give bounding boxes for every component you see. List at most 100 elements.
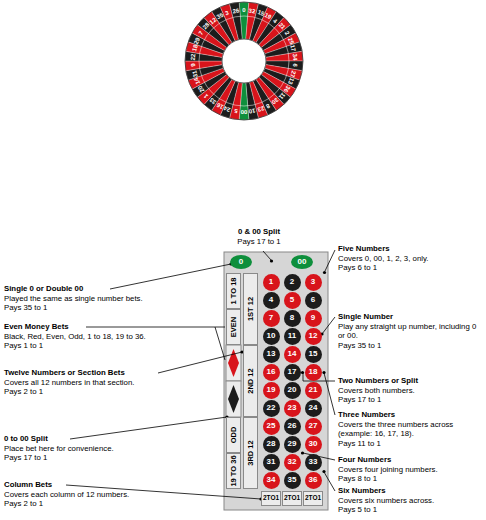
column-bet-cell: 2TO1 (303, 491, 323, 506)
number-circle: 16 (263, 364, 280, 381)
cell-label: 18 (309, 368, 318, 376)
leader-line (325, 250, 335, 271)
cell-label: 6 (311, 296, 315, 304)
wheel-number: 27 (290, 70, 297, 78)
callout-text: Pays 1 to 1 (4, 341, 219, 351)
number-circle: 28 (263, 436, 280, 453)
callout-heading: Even Money Bets (4, 322, 219, 332)
callout-heading: 0 & 00 Split (224, 227, 294, 237)
wheel-number: 36 (282, 84, 291, 93)
wheel-pocket (230, 2, 243, 39)
leader-dot (301, 371, 304, 374)
cell-label: 7 (269, 314, 273, 322)
callout-heading: Twelve Numbers or Section Bets (4, 368, 219, 378)
column-bet-cell: 2TO1 (282, 491, 302, 506)
number-circle: 9 (305, 310, 322, 327)
cell-label: 34 (267, 476, 276, 484)
cell-label: 17 (288, 368, 297, 376)
number-circle: 32 (284, 454, 301, 471)
callout-text: Pays 17 to 1 (4, 453, 219, 463)
wheel-number: 15 (256, 9, 264, 17)
callout-text: Place bet here for convenience. (4, 444, 219, 454)
cell-label: 19 (267, 386, 276, 394)
wheel-number: 20 (197, 84, 206, 93)
red-bet-cell (226, 345, 241, 381)
cell-label: 24 (309, 404, 318, 412)
cell-label: 32 (288, 458, 297, 466)
callout-text: Pays 2 to 1 (4, 499, 219, 509)
callout-text: Pays 35 to 1 (338, 341, 484, 351)
black-diamond (228, 385, 239, 413)
leader-line (86, 327, 225, 328)
number-circle: 13 (263, 346, 280, 363)
leader-dots (225, 259, 326, 500)
wheel-number: 10 (249, 108, 257, 115)
cell-label: 9 (311, 314, 315, 322)
callout-text: Pays 35 to 1 (4, 303, 219, 313)
cell-label: 22 (267, 404, 276, 412)
number-circle: 35 (284, 472, 301, 489)
cell-label: 3RD 12 (247, 440, 255, 465)
wheel-number: 21 (277, 22, 286, 31)
zero-pocket: 00 (291, 255, 313, 269)
number-circle: 1 (263, 274, 280, 291)
cell-label: 31 (267, 458, 276, 466)
outside-bet-cell: 2ND 12 (243, 345, 258, 417)
cell-label: 2TO1 (263, 495, 279, 502)
callout-text: Play any straight up number, including 0… (338, 322, 484, 341)
number-circle: 27 (305, 418, 322, 435)
number-circle: 26 (284, 418, 301, 435)
leader-line (322, 317, 335, 334)
cell-label: 2ND 12 (247, 368, 255, 393)
cell-label: 29 (288, 440, 297, 448)
cell-label: 10 (267, 332, 276, 340)
wheel-pocket (185, 61, 222, 71)
cell-label: 30 (309, 440, 318, 448)
cell-label: 25 (267, 422, 276, 430)
callout-text: Covers the three numbers across (example… (338, 420, 484, 439)
callout-text: Covers both numbers. (338, 386, 484, 396)
callout-heading: Single 0 or Double 00 (4, 284, 219, 294)
callout-text: Pays 2 to 1 (4, 387, 219, 397)
wheel-number: 0 (242, 7, 245, 13)
callout-text: Pays 17 to 1 (338, 395, 484, 405)
wheel-number: 3 (225, 9, 230, 16)
leader-dot (322, 371, 325, 374)
callout-heading: Five Numbers (338, 244, 484, 254)
cell-label: ODD (230, 427, 238, 444)
callout-text: Pays 17 to 1 (224, 237, 294, 247)
callout-text: Black, Red, Even, Odd, 1 to 18, 19 to 36… (4, 332, 219, 342)
cell-label: 12 (309, 332, 318, 340)
number-circle: 30 (305, 436, 322, 453)
wheel-hub (222, 39, 266, 83)
cell-label: 14 (288, 350, 297, 358)
number-circle: 4 (263, 292, 280, 309)
callout-text: Pays 8 to 1 (338, 474, 484, 484)
number-circle: 3 (305, 274, 322, 291)
wheel-number: 19 (264, 12, 273, 20)
cell-label: 35 (288, 476, 297, 484)
number-circle: 2 (284, 274, 301, 291)
wheel-number: 4 (272, 17, 278, 24)
wheel-number: 13 (287, 77, 295, 86)
callout-heading: 0 to 00 Split (4, 434, 219, 444)
cell-label: 5 (290, 296, 294, 304)
cell-label: 19 TO 36 (230, 455, 238, 486)
column-bet-cell: 2TO1 (261, 491, 281, 506)
callout-text: Covers 0, 00, 1, 2, 3, only. (338, 254, 484, 264)
wheel-number: 6 (292, 63, 298, 67)
callout-text: Covers four joining numbers. (338, 465, 484, 475)
callout-heading: Three Numbers (338, 410, 484, 420)
number-circle: 29 (284, 436, 301, 453)
cell-label: 0 (239, 258, 243, 266)
wheel-number: 5 (233, 108, 237, 114)
outside-bet-cell: 19 TO 36 (226, 453, 241, 489)
callout-text: Covers each column of 12 numbers. (4, 490, 219, 500)
leader-line (110, 264, 231, 289)
outside-bet-cell: 3RD 12 (243, 417, 258, 489)
number-circle: 12 (305, 328, 322, 345)
number-circle: 31 (263, 454, 280, 471)
wheel-number: 29 (193, 36, 201, 45)
wheel-number: 31 (191, 70, 198, 78)
wheel-pocket (266, 51, 303, 61)
